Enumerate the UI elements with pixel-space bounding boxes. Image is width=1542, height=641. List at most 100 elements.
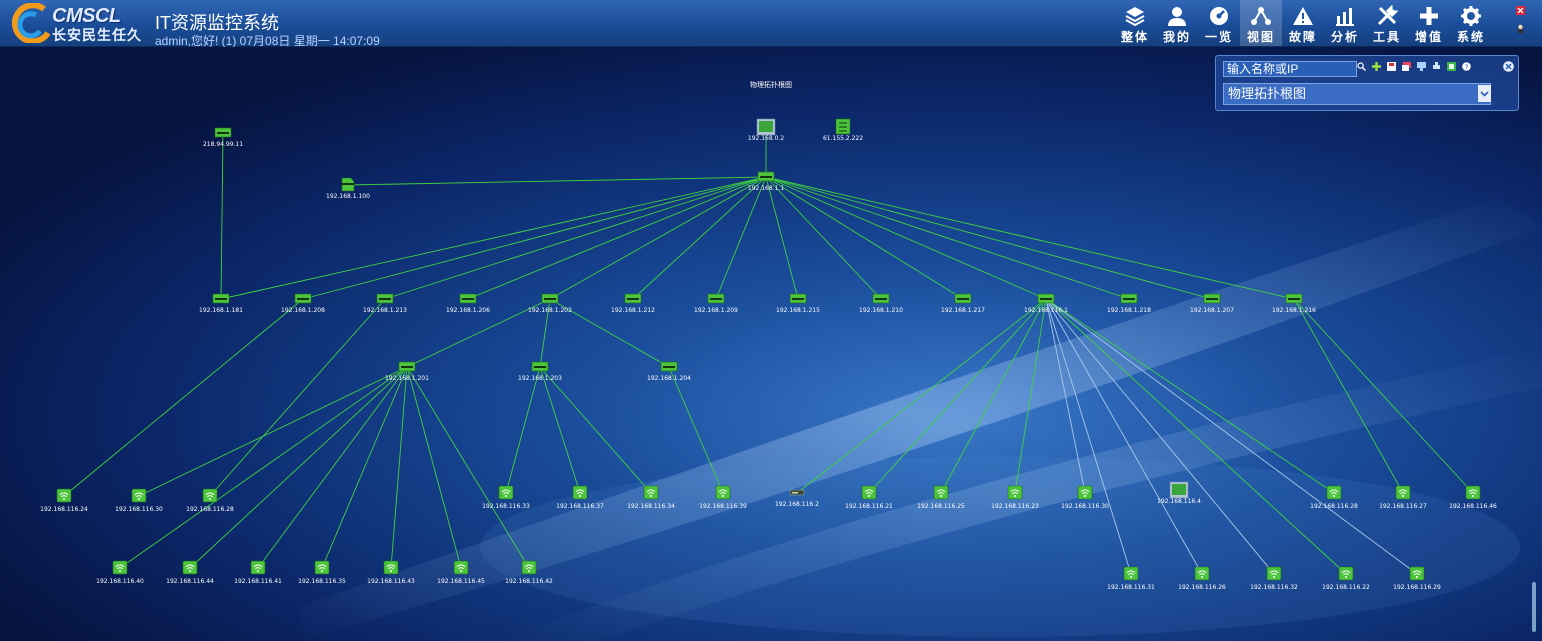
topology-node-wifi[interactable]: 192.168.116.46 bbox=[1449, 485, 1497, 510]
topology-node-wifi[interactable]: 192.168.116.34 bbox=[627, 485, 675, 510]
topology-node-switch[interactable]: 192.168.1.212 bbox=[611, 293, 655, 314]
topology-node-server[interactable]: 192.168.116.4 bbox=[1157, 481, 1201, 505]
topology-node-switch[interactable]: 192.168.1.215 bbox=[776, 293, 820, 314]
nav-item-8[interactable]: 系统 bbox=[1450, 0, 1492, 46]
dashboard-icon bbox=[1210, 7, 1228, 25]
topology-link bbox=[765, 176, 964, 300]
topology-link bbox=[384, 176, 767, 300]
topology-node-wifi[interactable]: 192.168.116.33 bbox=[482, 485, 530, 510]
topology-node-wifi[interactable]: 192.168.116.26 bbox=[1178, 566, 1226, 591]
topology-node-wifi[interactable]: 192.168.116.23 bbox=[991, 485, 1039, 510]
image-icon[interactable] bbox=[1447, 62, 1456, 71]
layers-edit-icon[interactable] bbox=[1402, 62, 1411, 71]
topology-node-wifi[interactable]: 192.168.116.44 bbox=[166, 560, 214, 585]
brand-slogan: 长安民生任久 bbox=[52, 27, 142, 43]
add-node-icon[interactable] bbox=[1372, 62, 1381, 71]
topology-node-wifi[interactable]: 192.168.116.35 bbox=[298, 560, 346, 585]
topology-node-device[interactable]: 192.168.116.2 bbox=[775, 489, 819, 508]
topology-link bbox=[257, 366, 408, 569]
topology-node-wifi[interactable]: 192.168.116.27 bbox=[1379, 485, 1427, 510]
topology-node-wifi[interactable]: 192.168.116.22 bbox=[1322, 566, 1370, 591]
chevron-down-icon[interactable] bbox=[1478, 85, 1491, 102]
topology-node-wifi[interactable]: 192.168.116.30 bbox=[1061, 485, 1109, 510]
topology-node-switch[interactable]: 192.168.1.203 bbox=[518, 361, 562, 382]
topology-node-wifi[interactable]: 192.168.116.25 bbox=[917, 485, 965, 510]
topology-node-wifi[interactable]: 192.168.116.31 bbox=[1107, 566, 1155, 591]
close-icon[interactable] bbox=[1516, 6, 1525, 15]
topology-node-wifi[interactable]: 192.168.116.37 bbox=[556, 485, 604, 510]
search-icon[interactable] bbox=[1357, 62, 1366, 71]
topology-node-switch[interactable]: 218.94.99.11 bbox=[203, 127, 243, 148]
topology-node-wifi[interactable]: 192.168.116.40 bbox=[96, 560, 144, 585]
topology-node-switch[interactable]: 192.168.1.208 bbox=[281, 293, 325, 314]
topology-link bbox=[940, 298, 1047, 494]
topology-node-wifi[interactable]: 192.168.116.41 bbox=[234, 560, 282, 585]
topology-node-switch[interactable]: 192.168.1.206 bbox=[446, 293, 490, 314]
node-label: 192.168.116.25 bbox=[917, 503, 965, 510]
topology-link bbox=[765, 176, 799, 300]
node-label: 192.168.1.216 bbox=[1272, 307, 1316, 314]
topology-node-wifi[interactable]: 192.168.116.42 bbox=[505, 560, 553, 585]
topology-node-switch[interactable]: 192.168.1.213 bbox=[363, 293, 407, 314]
save-icon[interactable] bbox=[1387, 62, 1396, 71]
topology-node-router[interactable]: 61.155.2.222 bbox=[823, 118, 863, 142]
nav-item-7[interactable]: 增值 bbox=[1408, 0, 1450, 46]
topology-node-wifi[interactable]: 192.168.116.29 bbox=[1393, 566, 1441, 591]
topology-node-wifi[interactable]: 192.168.116.21 bbox=[845, 485, 893, 510]
node-label: 192.168.116.44 bbox=[166, 578, 214, 585]
nav-item-label: 故障 bbox=[1288, 30, 1317, 44]
topology-node-switch[interactable]: 192.168.1.210 bbox=[859, 293, 903, 314]
topology-link bbox=[302, 176, 767, 300]
node-label: 192.168.116.33 bbox=[482, 503, 530, 510]
node-label: 192.168.116.35 bbox=[298, 578, 346, 585]
topology-node-server[interactable]: 192.168.0.2 bbox=[748, 118, 784, 142]
topology-node-switch[interactable]: 192.168.1.204 bbox=[647, 361, 691, 382]
topology-node-wifi[interactable]: 192.168.116.28 bbox=[186, 488, 234, 513]
topology-node-switch[interactable]: 192.168.1.209 bbox=[694, 293, 738, 314]
help-icon[interactable]: ? bbox=[1462, 62, 1471, 71]
topology-node-switch[interactable]: 192.168.116.1 bbox=[1024, 293, 1068, 314]
nav-item-label: 一览 bbox=[1204, 30, 1233, 44]
topology-node-wifi[interactable]: 192.168.116.24 bbox=[40, 488, 88, 513]
topology-node-switch[interactable]: 192.168.1.217 bbox=[941, 293, 985, 314]
node-label: 192.168.1.204 bbox=[647, 375, 691, 382]
nav-item-3[interactable]: 视图 bbox=[1240, 0, 1282, 46]
node-label: 192.168.116.43 bbox=[367, 578, 415, 585]
close-panel-icon[interactable] bbox=[1503, 61, 1514, 72]
topology-node-firewall[interactable]: 192.168.1.100 bbox=[326, 177, 370, 200]
user-icon bbox=[1168, 7, 1186, 26]
topology-link bbox=[1045, 298, 1132, 575]
network-icon[interactable] bbox=[1432, 62, 1441, 71]
zoom-scrollbar[interactable] bbox=[1532, 582, 1536, 632]
topology-link bbox=[1293, 298, 1404, 494]
topology-canvas[interactable]: 218.94.99.11 192.168.0.2 61.155.2.222 192.1… bbox=[0, 47, 1542, 641]
topology-link bbox=[539, 298, 551, 368]
plus-icon bbox=[1420, 7, 1438, 25]
topology-node-wifi[interactable]: 192.168.116.30 bbox=[115, 488, 163, 513]
topology-node-wifi[interactable]: 192.168.116.32 bbox=[1250, 566, 1298, 591]
topology-link bbox=[406, 366, 530, 569]
topology-node-switch[interactable]: 192.168.1.201 bbox=[385, 361, 429, 382]
monitor-icon[interactable] bbox=[1417, 62, 1426, 71]
topology-node-switch[interactable]: 192.168.1.218 bbox=[1107, 293, 1151, 314]
topology-link bbox=[715, 176, 767, 300]
nav-item-2[interactable]: 一览 bbox=[1198, 0, 1240, 46]
nav-item-5[interactable]: 分析 bbox=[1324, 0, 1366, 46]
topology-node-switch[interactable]: 192.168.1.1 bbox=[748, 171, 784, 192]
topology-node-switch[interactable]: 192.168.1.202 bbox=[528, 293, 572, 314]
nav-item-4[interactable]: 故障 bbox=[1282, 0, 1324, 46]
topology-node-switch[interactable]: 192.168.1.216 bbox=[1272, 293, 1316, 314]
nav-item-0[interactable]: 整体 bbox=[1114, 0, 1156, 46]
topology-node-wifi[interactable]: 192.168.116.28 bbox=[1310, 485, 1358, 510]
topology-node-wifi[interactable]: 192.168.116.39 bbox=[699, 485, 747, 510]
view-select[interactable]: 物理拓扑根图 bbox=[1223, 83, 1491, 105]
topology-node-switch[interactable]: 192.168.1.207 bbox=[1190, 293, 1234, 314]
user-status-icon[interactable] bbox=[1516, 24, 1525, 33]
search-input[interactable] bbox=[1223, 61, 1357, 77]
topology-node-wifi[interactable]: 192.168.116.43 bbox=[367, 560, 415, 585]
node-label: 192.168.116.1 bbox=[1024, 307, 1068, 314]
topology-node-wifi[interactable]: 192.168.116.45 bbox=[437, 560, 485, 585]
nav-item-6[interactable]: 工具 bbox=[1366, 0, 1408, 46]
nav-item-1[interactable]: 我的 bbox=[1156, 0, 1198, 46]
topology-node-switch[interactable]: 192.168.1.181 bbox=[199, 293, 243, 314]
